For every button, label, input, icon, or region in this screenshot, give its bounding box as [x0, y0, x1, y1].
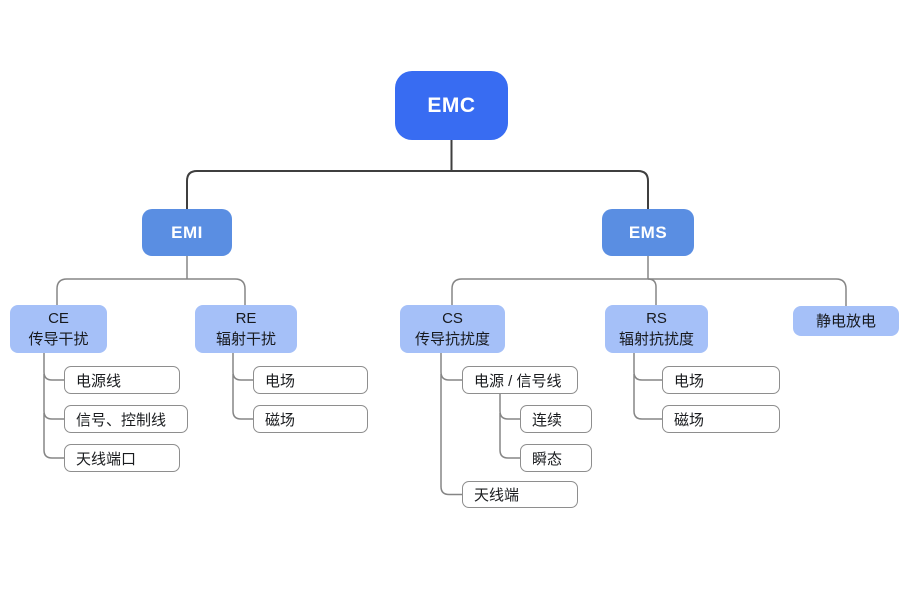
- node-ems[interactable]: EMS: [602, 209, 694, 256]
- node-esd-label: 静电放电: [815, 312, 876, 330]
- connector-cs-children: [440, 353, 462, 496]
- node-re-label: 辐射干扰: [215, 331, 276, 348]
- node-rs-electric-field[interactable]: 电场: [662, 366, 780, 394]
- node-ce-label: 传导干扰: [28, 331, 89, 348]
- node-antenna-end-label: 天线端: [474, 487, 520, 504]
- connector-rs-children: [633, 353, 662, 420]
- node-power-signal-line-label: 电源 / 信号线: [474, 372, 562, 390]
- node-transient-label: 瞬态: [532, 450, 563, 468]
- node-rs-electric-field-label: 电场: [674, 372, 705, 390]
- node-cs-code: CS: [442, 310, 463, 327]
- node-ce[interactable]: CE 传导干扰: [10, 305, 107, 353]
- connector-re-children: [232, 353, 253, 420]
- node-continuous[interactable]: 连续: [520, 405, 592, 433]
- node-rs-label: 辐射抗扰度: [618, 331, 694, 348]
- node-power-line-label: 电源线: [76, 372, 122, 390]
- node-signal-control-line-label: 信号、控制线: [76, 411, 167, 429]
- node-ems-label: EMS: [628, 222, 668, 242]
- node-antenna-port[interactable]: 天线端口: [64, 444, 180, 472]
- connector-emc-children: [186, 140, 649, 209]
- node-rs-magnetic-field[interactable]: 磁场: [662, 405, 780, 433]
- connector-ems-children: [451, 256, 847, 306]
- node-cs-label: 传导抗扰度: [414, 331, 490, 348]
- node-continuous-label: 连续: [532, 411, 563, 429]
- node-power-signal-line[interactable]: 电源 / 信号线: [462, 366, 578, 394]
- node-emi-label: EMI: [171, 222, 203, 242]
- node-re-magnetic-field[interactable]: 磁场: [253, 405, 368, 433]
- node-emc-label: EMC: [427, 93, 476, 117]
- node-cs[interactable]: CS 传导抗扰度: [400, 305, 505, 353]
- connector-emi-children: [56, 256, 246, 305]
- connector-power-signal-children: [499, 394, 520, 459]
- node-emi[interactable]: EMI: [142, 209, 232, 256]
- node-rs-magnetic-field-label: 磁场: [674, 411, 705, 429]
- node-signal-control-line[interactable]: 信号、控制线: [64, 405, 188, 433]
- node-antenna-end[interactable]: 天线端: [462, 481, 578, 508]
- connector-ce-children: [43, 353, 64, 459]
- node-re[interactable]: RE 辐射干扰: [195, 305, 297, 353]
- node-re-electric-field[interactable]: 电场: [253, 366, 368, 394]
- node-esd[interactable]: 静电放电: [793, 306, 899, 336]
- node-emc[interactable]: EMC: [395, 71, 508, 140]
- node-power-line[interactable]: 电源线: [64, 366, 180, 394]
- node-antenna-port-label: 天线端口: [76, 450, 137, 468]
- node-transient[interactable]: 瞬态: [520, 444, 592, 472]
- node-ce-code: CE: [48, 310, 69, 327]
- node-re-electric-field-label: 电场: [265, 372, 296, 390]
- node-rs-code: RS: [646, 310, 667, 327]
- node-re-code: RE: [235, 310, 257, 327]
- node-rs[interactable]: RS 辐射抗扰度: [605, 305, 708, 353]
- node-re-magnetic-field-label: 磁场: [265, 411, 296, 429]
